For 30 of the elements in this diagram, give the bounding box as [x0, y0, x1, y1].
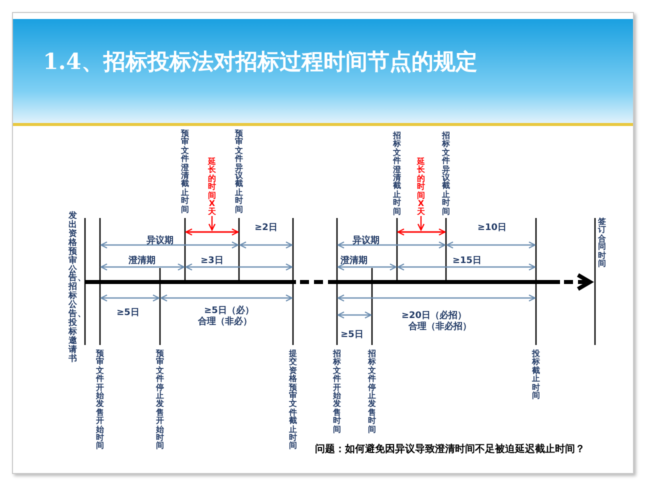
timeline-label: ≥5日 [116, 309, 140, 318]
timeline-label: 合理（非必招） [408, 323, 472, 332]
extension-label: 延长的时间X天 [208, 158, 216, 217]
timeline-label: ≥20日（必招） [401, 312, 467, 321]
timeline-label: ≥3日 [200, 257, 224, 266]
timeline-label: 异议期 [352, 237, 380, 246]
timeline-label: 澄清期 [128, 257, 156, 266]
timeline-label: 预审文件澄清截止时间 [180, 130, 190, 214]
slide-title: 1.4、招标投标法对招标过程时间节点的规定 [43, 48, 478, 77]
timeline-label: ≥2日 [254, 224, 278, 233]
timeline-label: 招标文件停止发售时间 [368, 350, 376, 434]
timeline-label: 招标文件异议截止时间 [442, 132, 450, 216]
timeline-label: 招标文件开始发售时间 [332, 350, 342, 434]
timeline-label: 预审文件停止发售开始时间 [156, 350, 164, 451]
timeline-label: ≥5日 [340, 331, 364, 340]
timeline-label: 澄清期 [340, 257, 368, 266]
timeline-label: 预审文件异议截止时间 [234, 130, 244, 214]
timeline-label: 提交资格预审文件截止时间 [288, 350, 298, 451]
timeline-label: 异议期 [146, 237, 174, 246]
timeline-label: 预审文件开始发售开始时间 [96, 350, 104, 451]
extension-label: 延长的时间X天 [416, 158, 426, 217]
question-text: 问题：如何避免因异议导致澄清时间不足被迫延迟截止时间？ [315, 445, 585, 455]
timeline-label: ≥15日 [452, 257, 482, 266]
timeline-label: 签订合同时间 [598, 218, 606, 268]
timeline-label: ≥5日（必） [204, 307, 254, 316]
timeline-label: 发出资格预审公告、招标公告、投标邀请书 [68, 212, 78, 364]
timeline-label: 招标文件澄清截止时间 [392, 132, 402, 216]
timeline-label: ≥10日 [477, 224, 507, 233]
timeline-label: 合理（非必） [198, 318, 252, 327]
timeline-label: 投标截止时间 [532, 350, 540, 400]
